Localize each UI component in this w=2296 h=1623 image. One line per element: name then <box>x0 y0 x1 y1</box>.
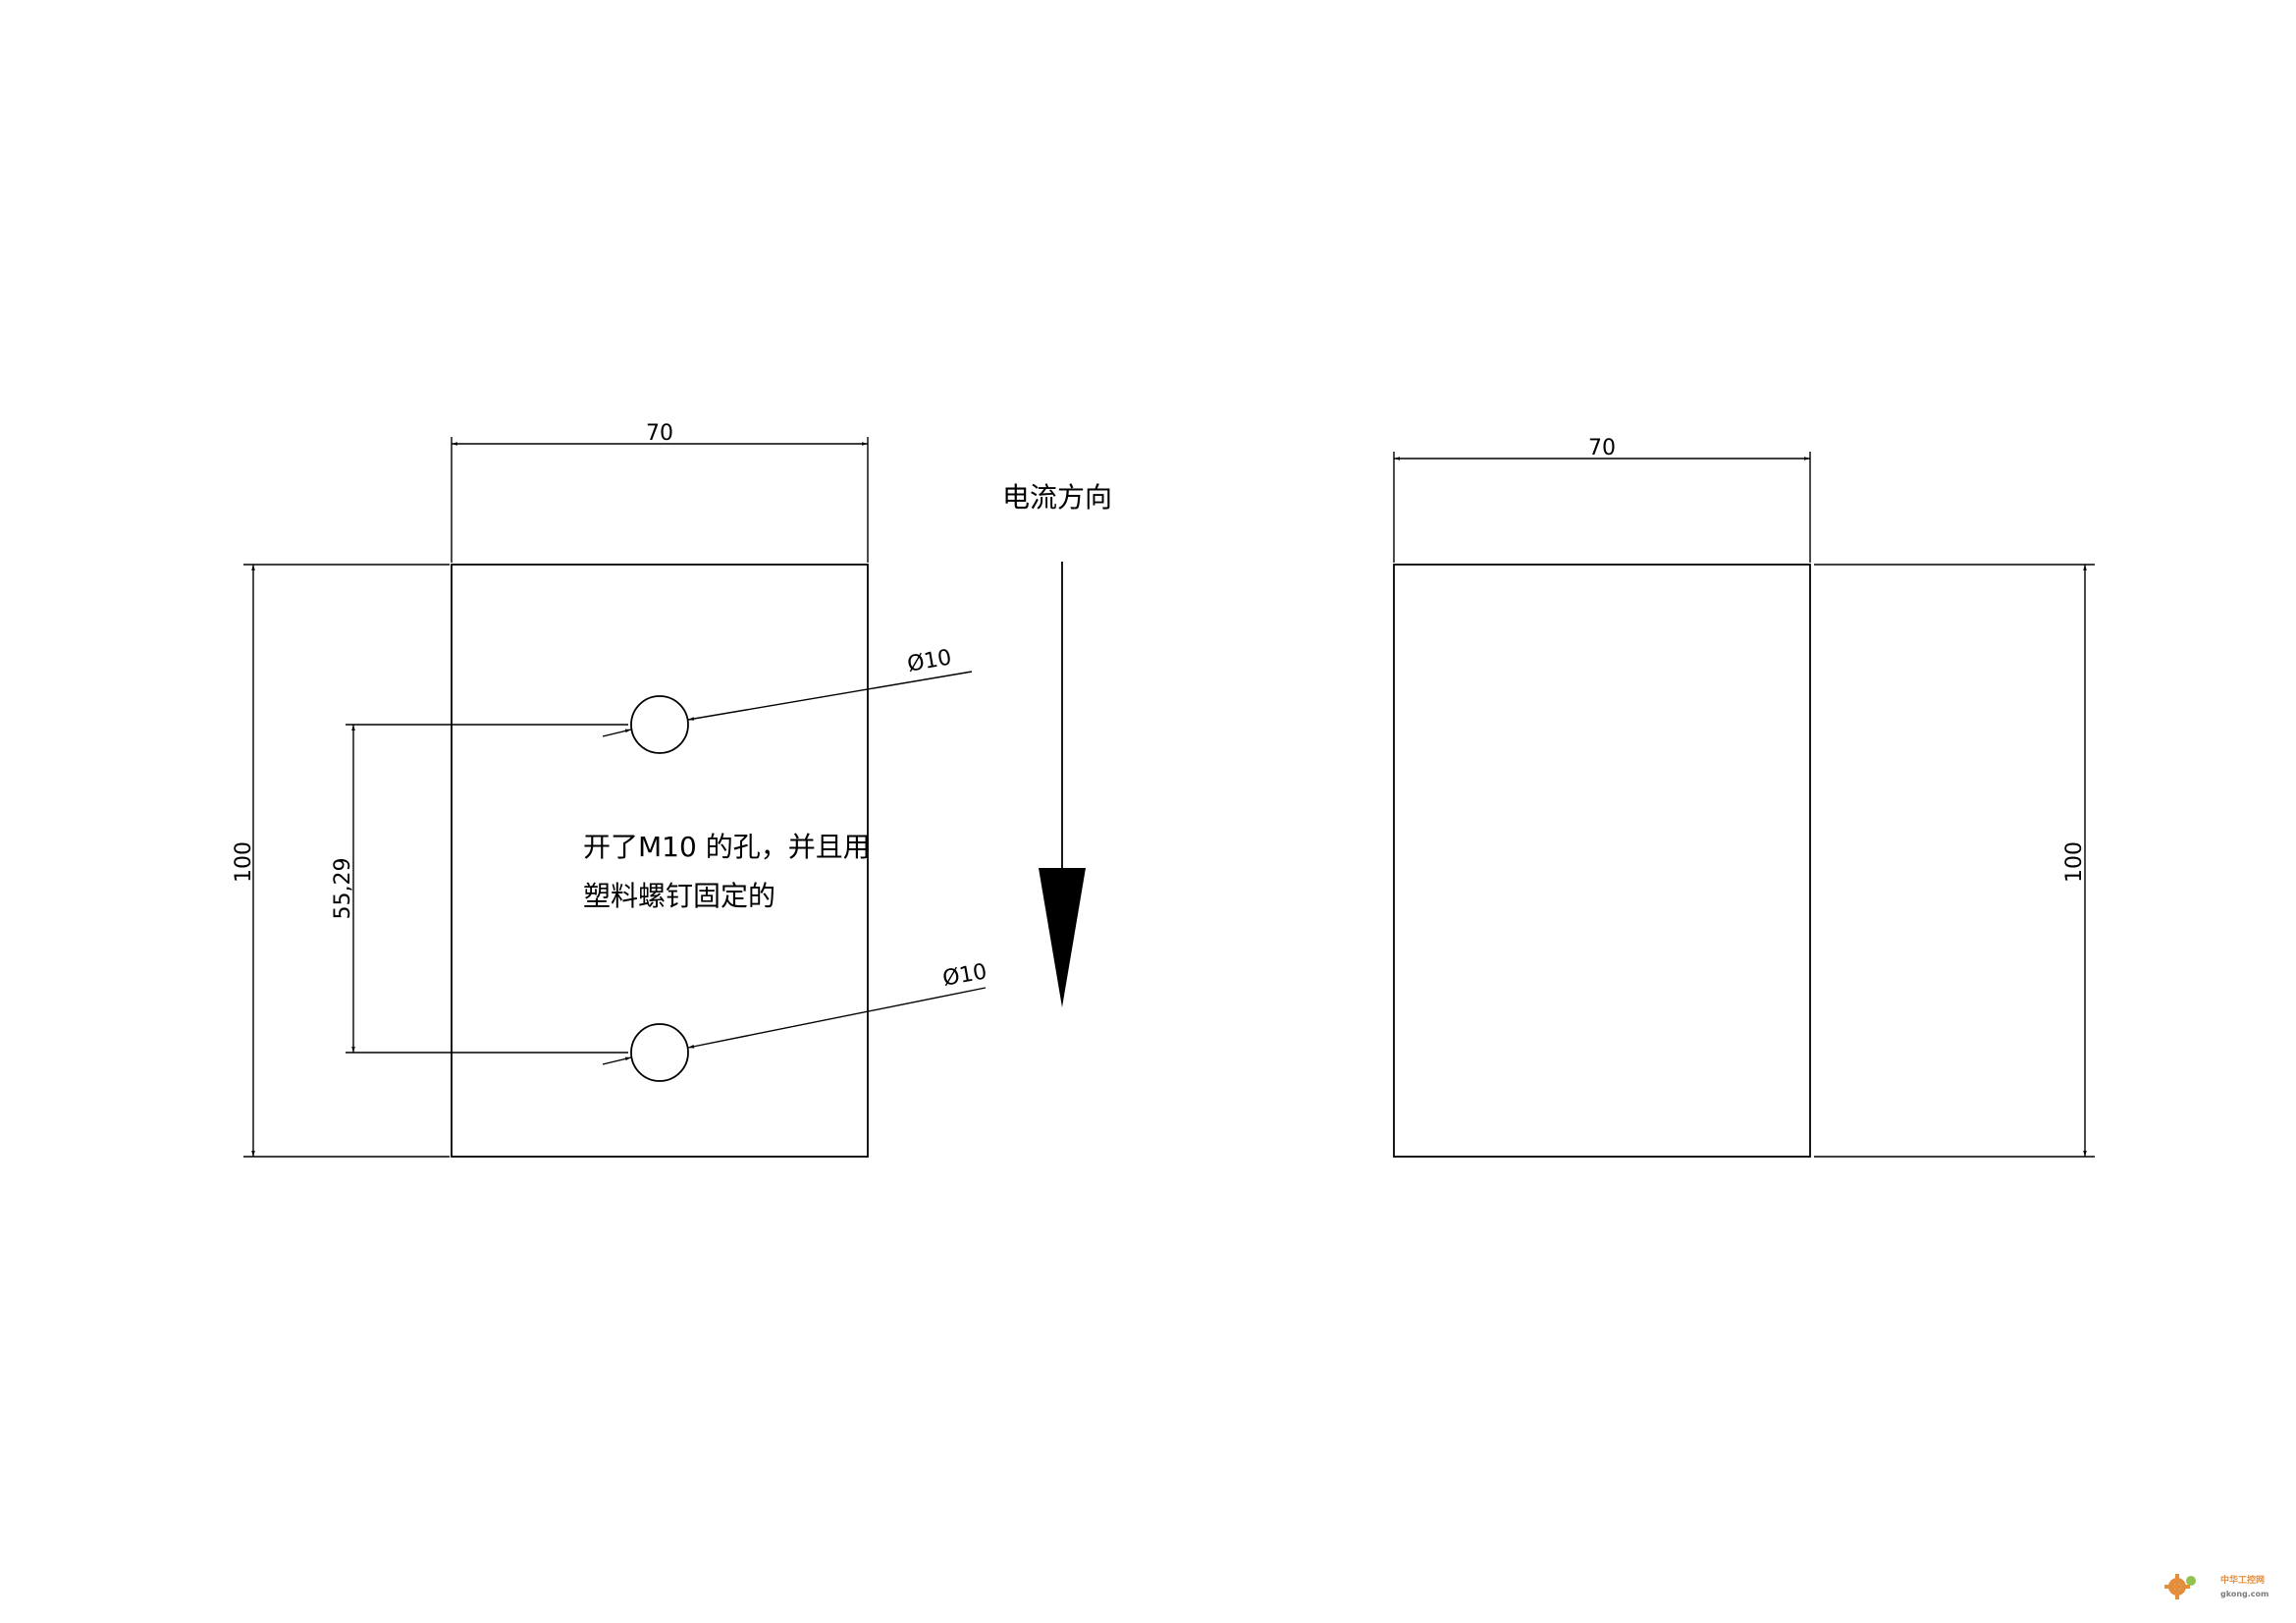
left-height-dimension: 100 <box>232 841 256 883</box>
watermark-url: gkong.com <box>2220 1590 2269 1598</box>
left-width-dimension: 70 <box>646 421 673 446</box>
right-height-dimension: 100 <box>2062 841 2087 883</box>
note-line-1: 开了M10 的孔，并且用 <box>583 831 871 863</box>
current-direction-label: 电流方向 <box>1002 481 1112 514</box>
bottom-hole <box>630 1023 689 1082</box>
hole-spacing-dimension: 55,29 <box>331 858 355 920</box>
right-width-dimension: 70 <box>1588 436 1616 460</box>
bottom-hole-leader-inner <box>602 1056 632 1065</box>
watermark: 中华工控网 gkong.com <box>2164 1574 2269 1599</box>
top-hole-leader-inner <box>602 729 632 737</box>
top-hole-diameter: Ø10 <box>905 645 953 676</box>
left-view: 70 100 55,29 Ø10 Ø10 开了M10 的孔，并且用 塑料螺钉固定… <box>232 421 988 1158</box>
current-direction: 电流方向 <box>1002 481 1112 1007</box>
bottom-hole-diameter: Ø10 <box>940 959 988 991</box>
right-view: 70 100 <box>1393 436 2095 1158</box>
top-hole-leader <box>687 671 973 721</box>
right-plate-outline <box>1393 564 1811 1158</box>
gear-icon <box>2164 1574 2196 1599</box>
bottom-hole-leader <box>687 987 987 1049</box>
top-hole <box>630 695 689 754</box>
watermark-text: 中华工控网 <box>2220 1574 2265 1586</box>
note-line-2: 塑料螺钉固定的 <box>583 880 775 912</box>
current-direction-arrowhead <box>1039 868 1086 1007</box>
left-plate-outline <box>451 564 869 1158</box>
